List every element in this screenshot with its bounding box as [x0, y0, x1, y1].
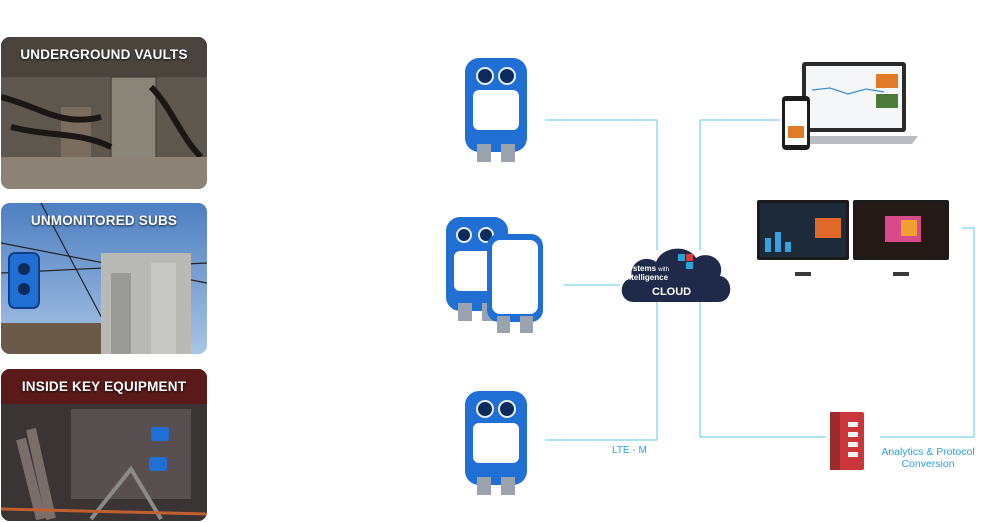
- lte-m-label: LTE - M: [612, 445, 647, 456]
- sensor-device-top: [465, 58, 527, 162]
- brand-word-intelligence: intelligence: [624, 273, 669, 282]
- laptop-dashboard: [782, 62, 918, 150]
- connector-bottom-device: [545, 298, 658, 441]
- connector-top-device: [545, 119, 658, 250]
- substation-photo: [1, 203, 207, 354]
- panel-title: UNMONITORED SUBS: [30, 213, 178, 228]
- equipment-interior-photo: [1, 369, 207, 521]
- panel-title: INSIDE KEY EQUIPMENT: [21, 379, 187, 394]
- brand-word-systems: systems: [624, 264, 657, 273]
- cloud-brand: systems with intelligence: [624, 265, 704, 282]
- connector-laptop: [699, 119, 780, 250]
- brand-word-with: with: [658, 267, 669, 273]
- connector-gateway: [699, 298, 826, 438]
- cloud-label: CLOUD: [652, 286, 692, 298]
- connector-monitors-gateway: [880, 227, 975, 438]
- unmonitored-subs-panel: UNMONITORED SUBS: [1, 203, 207, 354]
- underground-vault-photo: [1, 37, 207, 189]
- cloud-icon: [621, 248, 731, 302]
- dual-monitor-dashboard: [757, 200, 949, 276]
- inside-key-equipment-panel: INSIDE KEY EQUIPMENT: [1, 369, 207, 521]
- analytics-protocol-label: Analytics & Protocol Conversion: [881, 446, 975, 470]
- underground-vaults-panel: UNDERGROUND VAULTS: [1, 37, 207, 189]
- sensor-device-middle-front: [487, 234, 543, 333]
- panel-title: UNDERGROUND VAULTS: [20, 47, 188, 62]
- sensor-device-bottom: [465, 391, 527, 495]
- gateway-device: [830, 412, 864, 470]
